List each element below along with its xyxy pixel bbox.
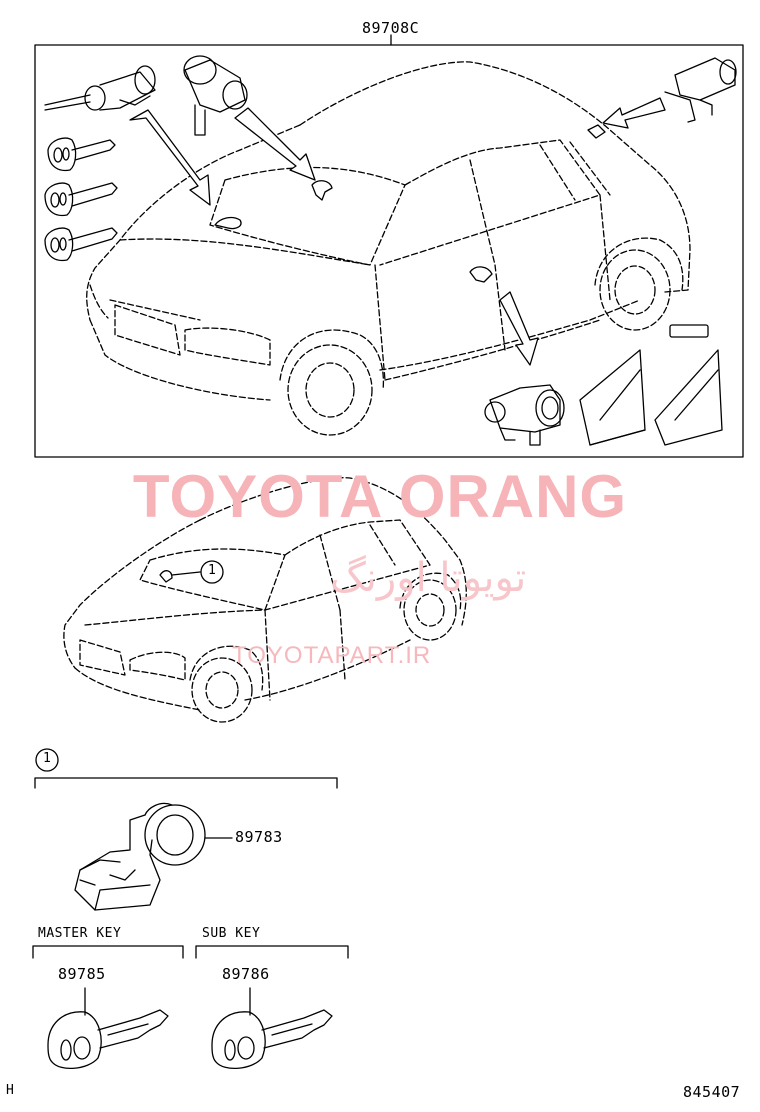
sub-key-part-number: 89786 (222, 965, 270, 983)
watermark-url: TOYOTAPART.IR (232, 642, 432, 669)
ignition-lock-cylinder-part (44, 65, 156, 111)
sub-key-bracket (195, 945, 349, 959)
locator-leader (159, 560, 224, 584)
top-key-2 (44, 182, 118, 217)
diagram-code: 845407 (683, 1083, 741, 1101)
master-key-part-number: 89785 (58, 965, 106, 983)
master-key-bracket (32, 945, 184, 959)
door-lock-cylinder-part (484, 384, 565, 446)
callout-section (34, 748, 338, 789)
steering-lock-housing-part (183, 55, 248, 136)
pointer-arrows (129, 97, 666, 366)
locator-callout-number: 1 (208, 563, 217, 578)
watermark-brand: TOYOTA ORANG (132, 463, 628, 530)
lock-cylinder-part-number: 89783 (235, 828, 283, 846)
master-key-89785 (47, 987, 169, 1069)
master-key-label: MASTER KEY (38, 926, 122, 941)
top-key-1 (47, 137, 116, 172)
transponder-cards (579, 324, 723, 446)
top-car-illustration (86, 61, 691, 436)
top-keys-group (44, 137, 118, 262)
sub-key-label: SUB KEY (202, 926, 261, 941)
locator-car-illustration (63, 477, 467, 723)
top-key-3 (44, 227, 118, 262)
footer-left-code: H (6, 1083, 15, 1098)
watermark-persian: تویوتا اورنگ (330, 555, 527, 601)
section-callout-number: 1 (43, 751, 52, 766)
assembly-frame (34, 34, 744, 458)
top-car-lock-marks (214, 124, 606, 283)
back-door-lock-part (664, 57, 737, 123)
lock-cylinder-89783 (74, 802, 233, 911)
assembly-number-label: 89708C (362, 19, 420, 37)
sub-key-89786 (211, 987, 333, 1069)
